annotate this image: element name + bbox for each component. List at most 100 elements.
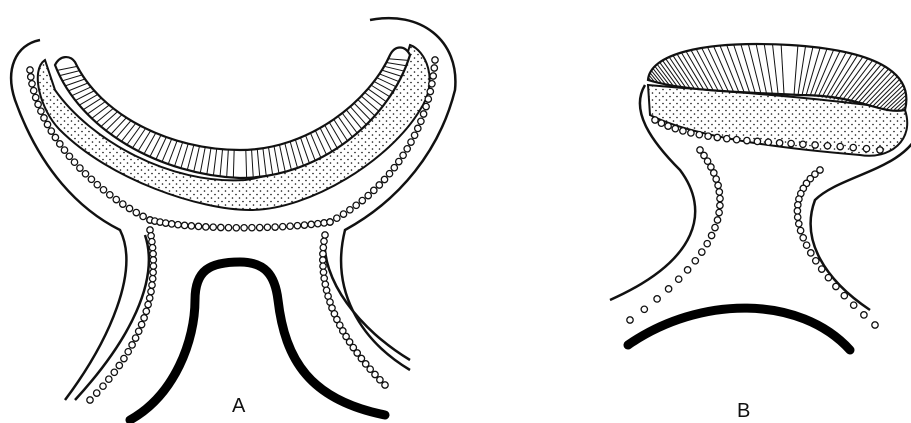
bead xyxy=(716,189,722,195)
bead xyxy=(203,224,209,230)
bead xyxy=(264,224,270,230)
bead xyxy=(340,211,346,217)
bead xyxy=(126,205,132,211)
bead xyxy=(327,219,333,225)
bead xyxy=(680,128,686,134)
bead xyxy=(87,397,93,403)
bead xyxy=(150,276,156,282)
bead xyxy=(872,322,878,328)
panel-b-label: B xyxy=(737,400,750,422)
bead xyxy=(430,73,436,79)
bead xyxy=(241,225,247,231)
bead xyxy=(121,355,127,361)
bead xyxy=(713,176,719,182)
bead xyxy=(391,165,397,171)
bead xyxy=(33,94,39,100)
bead xyxy=(28,74,34,80)
bead xyxy=(408,139,414,145)
bead xyxy=(150,257,156,263)
bead xyxy=(812,142,818,148)
bead xyxy=(301,222,307,228)
bead xyxy=(765,139,771,145)
bead xyxy=(420,111,426,117)
bead xyxy=(400,152,406,158)
bead xyxy=(320,263,326,269)
bead xyxy=(138,321,144,327)
bead xyxy=(41,115,47,121)
bead xyxy=(77,165,83,171)
bead xyxy=(371,187,377,193)
bead xyxy=(321,238,327,244)
bead xyxy=(754,138,760,144)
bead xyxy=(712,224,718,230)
bead xyxy=(188,223,194,229)
bead xyxy=(825,275,831,281)
bead xyxy=(31,88,37,94)
bead xyxy=(100,187,106,193)
bead xyxy=(195,223,201,229)
bead xyxy=(320,251,326,257)
bead xyxy=(136,328,142,334)
bead xyxy=(175,222,181,228)
bead xyxy=(699,249,705,255)
bead xyxy=(334,215,340,221)
bead xyxy=(94,390,100,396)
bead xyxy=(132,335,138,341)
bead xyxy=(322,281,328,287)
bead xyxy=(711,170,717,176)
bead xyxy=(704,241,710,247)
bead xyxy=(794,208,800,214)
bead xyxy=(145,301,151,307)
bead xyxy=(381,176,387,182)
bead xyxy=(320,257,326,263)
bead xyxy=(432,57,438,63)
bead xyxy=(320,244,326,250)
bead xyxy=(218,224,224,230)
panel-a-label: A xyxy=(232,395,246,417)
bead xyxy=(717,195,723,201)
bead xyxy=(100,383,106,389)
bead xyxy=(851,302,857,308)
bead xyxy=(861,312,867,318)
bead xyxy=(321,275,327,281)
bead xyxy=(708,232,714,238)
bead xyxy=(837,143,843,149)
bead xyxy=(429,81,435,87)
bead xyxy=(149,282,155,288)
bead xyxy=(423,103,429,109)
bead xyxy=(287,223,293,229)
bead xyxy=(684,267,690,273)
bead xyxy=(353,202,359,208)
panel-b: B xyxy=(610,44,911,422)
bead xyxy=(210,224,216,230)
bead xyxy=(652,117,658,123)
bead xyxy=(322,232,328,238)
bead xyxy=(82,171,88,177)
bead xyxy=(665,123,671,129)
bead xyxy=(692,258,698,264)
bead xyxy=(833,283,839,289)
bead xyxy=(113,196,119,202)
bead xyxy=(850,144,856,150)
bead xyxy=(143,308,149,314)
bead xyxy=(88,176,94,182)
bead xyxy=(415,125,421,131)
bead xyxy=(125,349,131,355)
bead xyxy=(824,143,830,149)
bead xyxy=(688,130,694,136)
bead xyxy=(150,263,156,269)
bead xyxy=(654,296,660,302)
bead xyxy=(386,171,392,177)
bead xyxy=(696,132,702,138)
bead xyxy=(776,140,782,146)
bead xyxy=(66,153,72,159)
bead xyxy=(863,146,869,152)
bead xyxy=(796,221,802,227)
bead xyxy=(71,159,77,165)
bead xyxy=(819,266,825,272)
bead xyxy=(169,221,175,227)
bead xyxy=(377,377,383,383)
bead xyxy=(877,147,883,153)
bead xyxy=(372,371,378,377)
